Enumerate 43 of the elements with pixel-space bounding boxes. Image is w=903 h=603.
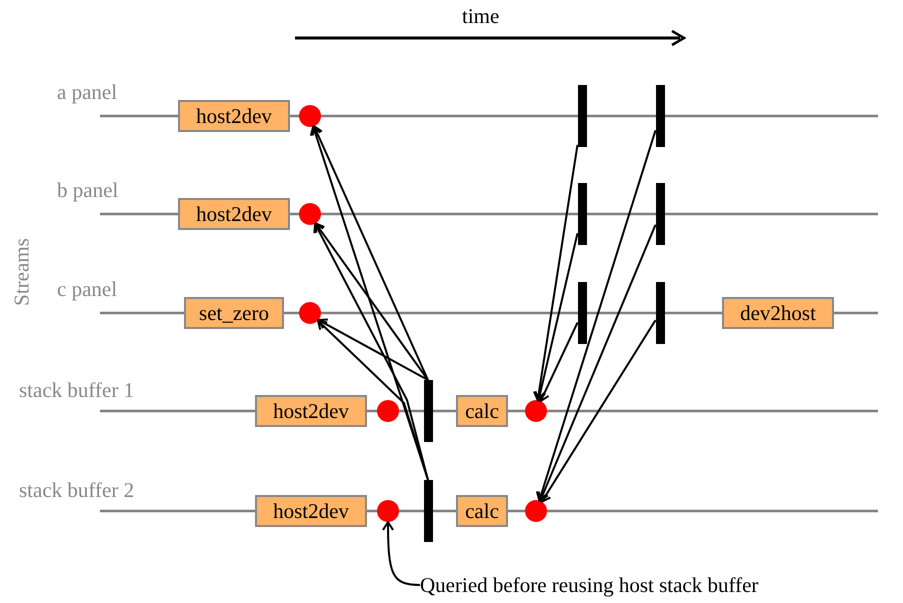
barrier-bar [578, 183, 586, 245]
barrier-bar [656, 183, 664, 245]
arrow [317, 318, 428, 381]
arrow [538, 322, 578, 402]
barrier-bar [424, 480, 432, 542]
arrow [540, 320, 656, 503]
task-box: calc [456, 495, 508, 527]
arrow [313, 222, 429, 480]
event-marker [377, 400, 399, 422]
task-box: host2dev [255, 395, 367, 427]
task-box: host2dev [178, 198, 290, 230]
event-marker [299, 302, 321, 324]
stream-label: stack buffer 2 [19, 478, 134, 503]
arrow [312, 125, 429, 380]
arrow [534, 233, 578, 402]
axis-label: time [462, 4, 500, 29]
event-marker [525, 500, 547, 522]
task-box: host2dev [255, 495, 367, 527]
task-box: calc [456, 395, 508, 427]
stream-label: stack buffer 1 [19, 378, 134, 403]
annotation-text: Queried before reusing host stack buffer [420, 571, 900, 599]
task-box: host2dev [178, 100, 290, 132]
arrow [314, 222, 429, 381]
task-box: dev2host [722, 297, 834, 329]
arrow [536, 130, 656, 502]
barrier-bar [578, 85, 586, 147]
arrow [538, 224, 656, 502]
event-marker [525, 400, 547, 422]
stream-label: Streams [10, 238, 34, 306]
event-marker [377, 500, 399, 522]
event-marker [299, 203, 321, 225]
stream-label: c panel [57, 277, 118, 302]
arrow [316, 320, 429, 480]
task-box: set_zero [184, 297, 284, 329]
stream-label: b panel [57, 178, 118, 203]
arrow [382, 521, 420, 586]
stream-label: a panel [57, 80, 118, 105]
barrier-bar [656, 282, 664, 344]
barrier-bar [424, 380, 432, 442]
barrier-bar [656, 85, 664, 147]
barrier-bar [578, 282, 586, 344]
arrow [532, 144, 578, 402]
event-marker [299, 105, 321, 127]
